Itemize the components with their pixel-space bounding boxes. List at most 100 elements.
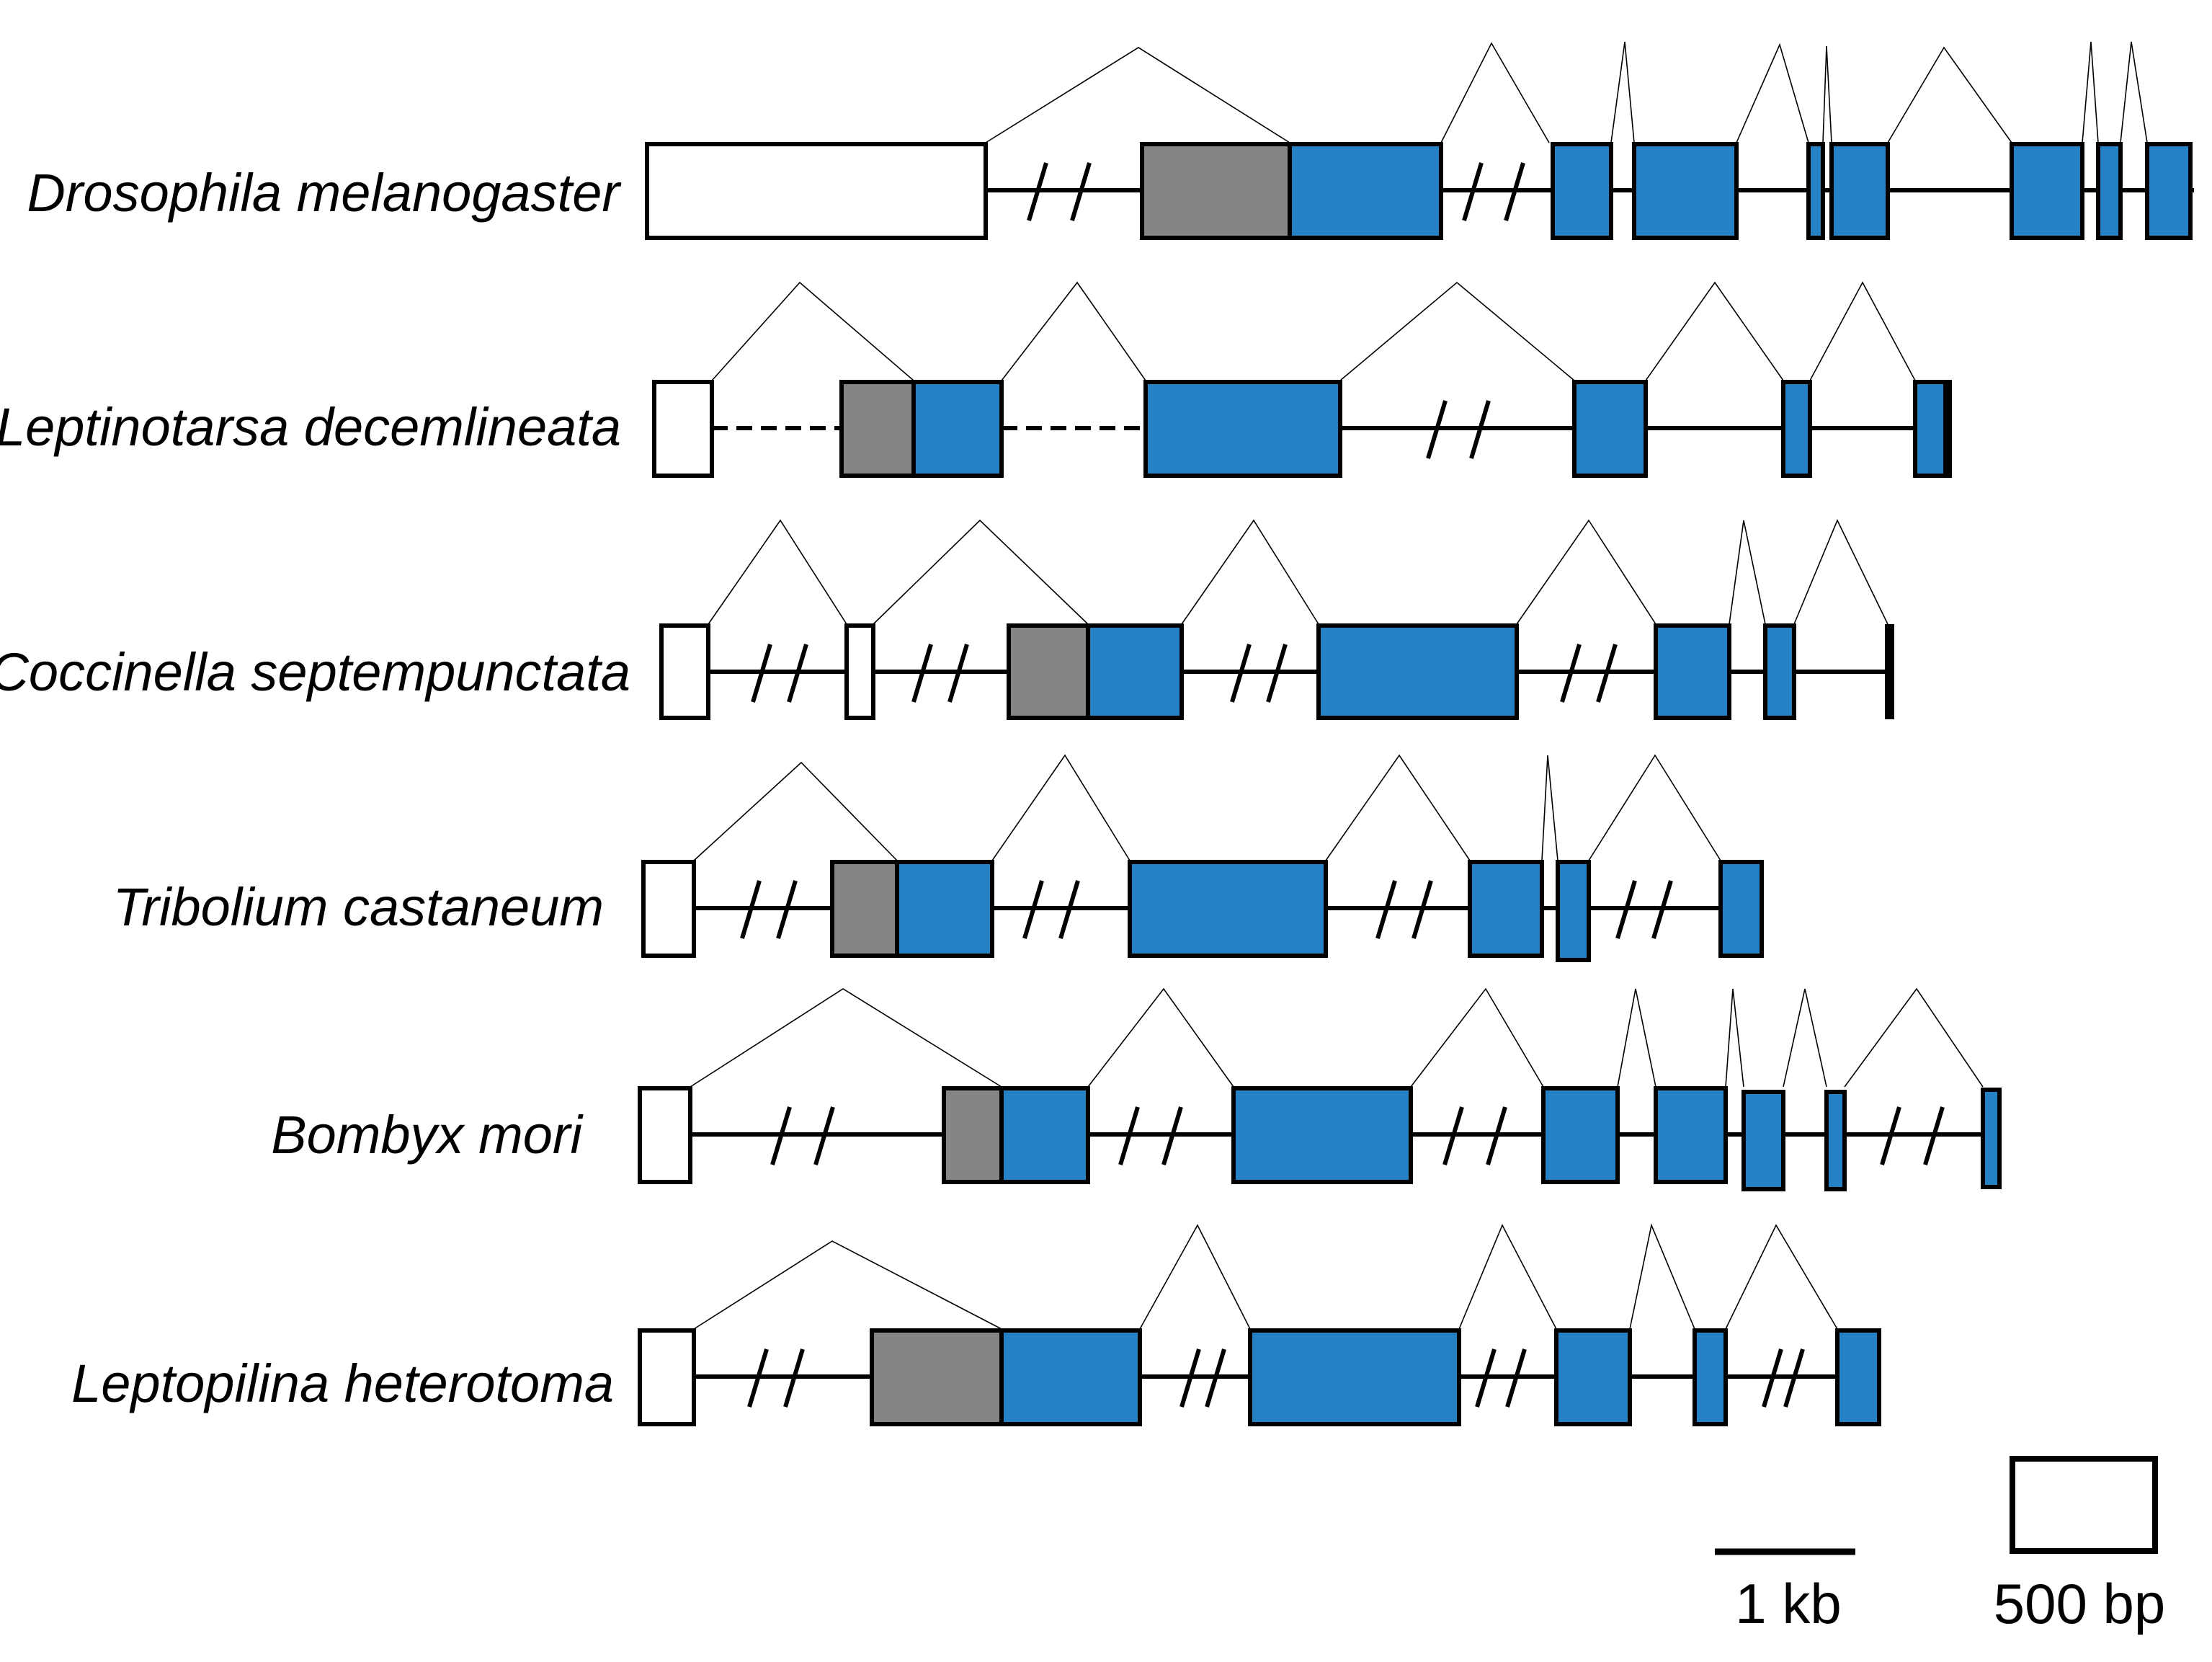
splice-junction (1541, 755, 1558, 861)
exon-coding (1781, 380, 1812, 478)
break-mark (751, 644, 808, 703)
splice-junction (690, 988, 1002, 1088)
exon-coding (1554, 1328, 1632, 1426)
exon-coding (1572, 380, 1648, 478)
break-mark (747, 1348, 805, 1408)
splice-junction (1809, 281, 1916, 381)
exon-utr (638, 1086, 692, 1184)
exon-coding (1086, 623, 1184, 720)
splice-junction (985, 47, 1290, 143)
exon-coding (2145, 142, 2193, 240)
splice-junction (1629, 1223, 1695, 1330)
splice-junction (1822, 45, 1832, 143)
break-mark (1375, 880, 1433, 939)
species-label-leptinotarsa: Leptinotarsa decemlineata (0, 397, 621, 457)
splice-junction (873, 519, 1089, 625)
exon-utr (652, 380, 714, 478)
exon-coding (1829, 142, 1890, 240)
exon-utr (659, 623, 710, 720)
species-label-bombyx: Bombyx mori (271, 1105, 584, 1165)
break-mark (1179, 1348, 1226, 1408)
break-mark (1615, 880, 1673, 939)
gene-model-coccinella (659, 519, 1894, 720)
splice-junction (1725, 1224, 1838, 1330)
exon-coding (1468, 860, 1544, 958)
species-label-coccinella: Coccinella septempunctata (0, 642, 630, 702)
exon-gray (839, 380, 916, 478)
splice-junction (1793, 519, 1888, 625)
exon-gray (942, 1086, 1004, 1184)
exon-coding (895, 860, 994, 958)
exon-coding (1231, 1086, 1413, 1184)
exon-coding (1981, 1088, 2002, 1189)
exon-end-cap (1943, 380, 1952, 478)
splice-junction (708, 519, 847, 625)
scale-box-500bp (2010, 1456, 2158, 1554)
exon-coding (1654, 623, 1731, 720)
splice-junction (1736, 43, 1809, 143)
exon-coding (1143, 380, 1342, 478)
splice-junction (1139, 1224, 1251, 1330)
splice-junction (693, 1240, 1002, 1330)
gene-model-tribolium (641, 754, 1764, 962)
exon-coding (1128, 860, 1328, 958)
break-mark (1442, 1106, 1507, 1165)
exon-utr (638, 1328, 696, 1426)
exon-coding (1316, 623, 1519, 720)
break-mark (911, 644, 969, 703)
splice-junction (1725, 988, 1744, 1088)
exon-coding (999, 1086, 1090, 1184)
exon-coding (1806, 142, 1825, 240)
exon-coding (2096, 142, 2123, 240)
exon-utr (844, 623, 875, 720)
break-mark (1880, 1106, 1945, 1165)
splice-junction (1458, 1224, 1557, 1330)
splice-junction (1325, 754, 1471, 861)
break-mark (1560, 644, 1618, 703)
exon-coding (999, 1328, 1142, 1426)
splice-junction (1588, 754, 1721, 861)
splice-junction (991, 754, 1130, 861)
exon-gray (1140, 142, 1292, 240)
break-mark (1475, 1348, 1527, 1408)
gene-model-leptopilina (638, 1223, 1881, 1426)
gene-model-drosophila (645, 41, 2194, 240)
break-mark (1027, 162, 1092, 221)
break-mark (1426, 400, 1491, 459)
splice-junction (1410, 987, 1544, 1088)
break-mark (1118, 1106, 1183, 1165)
scale-label-500bp: 500 bp (1994, 1572, 2166, 1635)
splice-junction (1516, 519, 1656, 625)
exon-coding (2010, 142, 2084, 240)
exon-coding (1741, 1090, 1785, 1191)
exon-utr (645, 142, 988, 240)
exon-utr (641, 860, 696, 958)
splice-junction (1339, 281, 1575, 381)
break-mark (1230, 644, 1288, 703)
splice-junction (1617, 988, 1656, 1088)
gene-model-bombyx (638, 987, 2002, 1191)
gene-model-leptinotarsa (652, 281, 1952, 478)
splice-junction (2082, 41, 2099, 143)
exon-coding (1556, 860, 1591, 962)
exon-coding (1835, 1328, 1881, 1426)
break-mark (770, 1106, 835, 1165)
exon-coding (1824, 1090, 1847, 1191)
exon-coding (1763, 623, 1796, 720)
splice-junction (1645, 281, 1784, 381)
splice-junction (711, 281, 914, 381)
species-label-drosophila: Drosophila melanogaster (27, 163, 622, 223)
break-mark (1022, 880, 1080, 939)
break-mark (1462, 162, 1525, 221)
splice-junction (1783, 988, 1827, 1088)
species-label-tribolium: Tribolium castaneum (113, 877, 604, 937)
exon-coding (1693, 1328, 1728, 1426)
exon-coding (1248, 1328, 1461, 1426)
exon-gray (830, 860, 899, 958)
exon-gray (870, 1328, 1004, 1426)
splice-junction (693, 761, 898, 861)
splice-junction (2120, 41, 2148, 143)
splice-junction (1440, 42, 1550, 143)
exon-end-cap (1885, 624, 1894, 719)
